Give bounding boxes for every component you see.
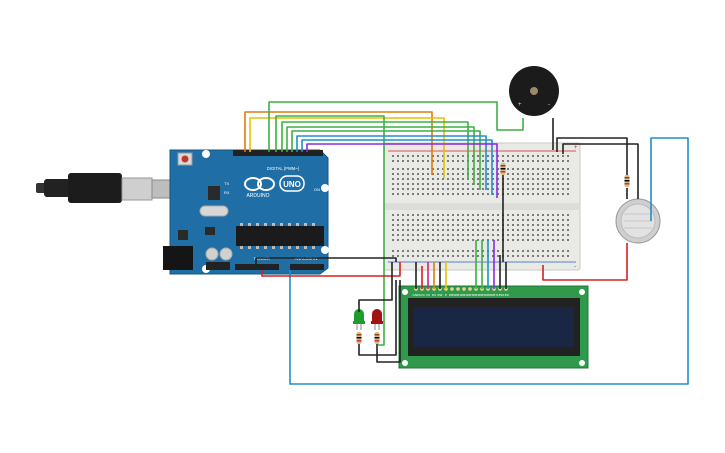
lcd-pin (462, 287, 466, 291)
on-label: ON (314, 187, 320, 192)
uno-label: UNO (283, 180, 301, 189)
usb-cable (36, 173, 173, 203)
resistor (500, 163, 506, 175)
breadboard-minus-label: - (574, 264, 576, 270)
lcd-pin-label: RS (432, 293, 436, 297)
tx-label: TX (224, 181, 229, 186)
green-led (353, 309, 365, 330)
buzzer-plus-label: + (518, 102, 522, 108)
lcd-pin-label: E (445, 293, 447, 297)
arduino-uno-board: UNO ARDUINO DIGITAL (PWM~) POWER ANALOG … (163, 149, 329, 275)
wire-blue-2 (301, 139, 493, 195)
leds (353, 309, 383, 330)
rx-label: RX (224, 190, 230, 195)
piezo-buzzer: + - (509, 66, 559, 116)
wire-yellow (249, 117, 445, 178)
arduino-brand-label: ARDUINO (246, 193, 269, 199)
lcd-pin-label: DB5 (479, 293, 485, 297)
digital-pwm-label: DIGITAL (PWM~) (267, 166, 300, 171)
lcd-pin-label: DB3 (467, 293, 473, 297)
resistors (356, 163, 630, 344)
wire-sensor-ground (556, 137, 628, 175)
wire-green-led (275, 115, 385, 346)
wire-5v (261, 262, 401, 277)
lcd-pin-label: V0 (426, 293, 430, 297)
red-led (371, 309, 383, 330)
wire-sensor-analog (289, 137, 689, 385)
lcd-pin-label: DB4 (473, 293, 479, 297)
wire-green-3 (291, 130, 481, 190)
lcd-pin-label: DB2 (461, 293, 467, 297)
resistor (356, 332, 362, 344)
wire-sensor-ground-2 (562, 143, 639, 199)
lcd-pin-label: DB7 (491, 293, 497, 297)
wire-led-ground (358, 262, 393, 312)
breadboard-plus-label: + (574, 145, 578, 151)
resistor (624, 175, 630, 187)
gas-sensor (615, 198, 661, 244)
lcd-pin-label: RW (438, 293, 443, 297)
lcd-pin-label: LED (503, 293, 510, 297)
wire-green (281, 121, 469, 180)
arduino-logo (244, 175, 305, 192)
wires (244, 101, 689, 385)
wire-sensor-power (542, 243, 628, 281)
wire-blue (296, 135, 487, 190)
lcd-pin-label: GND (413, 293, 421, 297)
lcd-pin-label: VCC (419, 293, 425, 297)
buzzer-minus-label: - (548, 102, 550, 108)
resistor (374, 332, 380, 344)
lcd-pin (450, 287, 454, 291)
wire-buzzer-green (268, 101, 524, 152)
wire-purple (306, 143, 498, 198)
lcd-pin (468, 287, 472, 291)
lcd-screen (414, 307, 574, 347)
wire-gnd (255, 257, 397, 270)
lcd-pin (456, 287, 460, 291)
wire-led-red (376, 280, 401, 363)
lcd-pin-label: DB1 (455, 293, 461, 297)
wire-green-2 (286, 126, 475, 185)
lcd-pin-label: DB6 (485, 293, 491, 297)
lcd-pin-label: DB0 (449, 293, 455, 297)
lcd-pin-label: LED (497, 293, 504, 297)
